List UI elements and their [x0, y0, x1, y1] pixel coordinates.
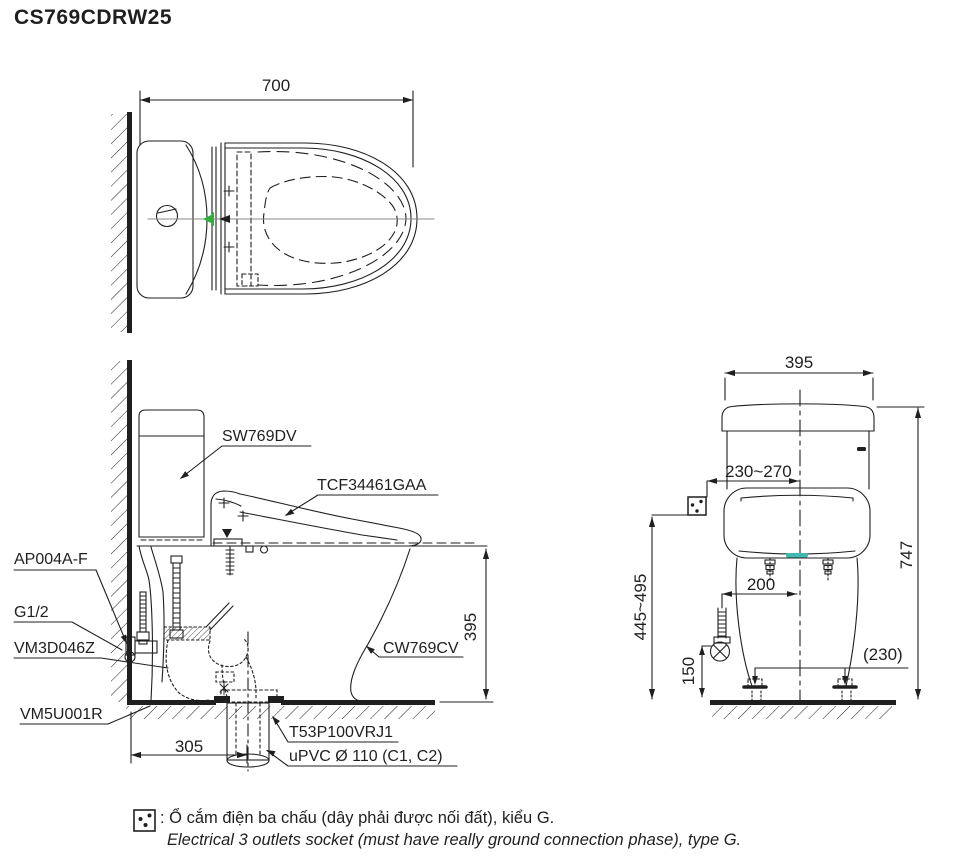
- label-pipe: uPVC Ø 110 (C1, C2): [289, 748, 443, 765]
- dim-socket-height: 445~495: [631, 573, 650, 641]
- model-number: CS769CDRW25: [14, 6, 173, 29]
- label-hose: VM5U001R: [20, 706, 103, 723]
- dim-230-270-line: [706, 480, 800, 498]
- socket-icon: [687, 496, 707, 516]
- stop-valve-front: [709, 641, 731, 662]
- top-view: [111, 90, 435, 333]
- bowl-opening: [262, 175, 398, 264]
- dim-bolt-pitch: (230): [863, 645, 903, 664]
- trapway: [163, 626, 257, 702]
- nozzle-marker: [786, 553, 808, 558]
- dim-trap-distance: 305: [174, 737, 204, 756]
- label-washlet: TCF34461GAA: [317, 477, 427, 494]
- wall-hatch: [111, 114, 127, 332]
- label-thread: G1/2: [14, 604, 49, 621]
- label-flange: T53P100VRJ1: [289, 724, 394, 741]
- bowl-front: [735, 557, 859, 687]
- green-marker: [203, 214, 212, 224]
- socket-icon: [133, 809, 156, 832]
- bowl-profile: [350, 548, 411, 702]
- dim-socket-offset: 230~270: [725, 462, 792, 481]
- side-view: [13, 360, 494, 772]
- dim-supply-height: 150: [679, 656, 698, 686]
- dim-700-extensions: [139, 90, 414, 168]
- floor-hatch: [712, 706, 892, 719]
- black-marker: [219, 215, 230, 223]
- label-cistern: SW769DV: [222, 428, 297, 445]
- washlet-side: [210, 490, 422, 547]
- dim-395-line: [439, 548, 494, 703]
- dim-front-width: 395: [784, 353, 814, 372]
- front-view: [648, 369, 925, 719]
- seat-front: [723, 487, 871, 559]
- label-inlet: AP004A-F: [14, 551, 88, 568]
- dim-305-line: [130, 711, 248, 764]
- tank-front: [726, 430, 870, 490]
- wall-hatch: [111, 361, 127, 702]
- cistern-side: [138, 409, 205, 538]
- dim-395f-line: [724, 372, 874, 401]
- flush-button: [155, 204, 179, 228]
- tank-lid-front: [721, 403, 875, 432]
- dim-445-495-line: [651, 514, 689, 700]
- wall-section: [127, 360, 132, 703]
- dim-rim-height: 395: [461, 612, 480, 642]
- footnote-vietnamese: : Ổ cắm điện ba chấu (dây phải được nối …: [160, 809, 555, 827]
- label-bowl: CW769CV: [383, 640, 459, 657]
- brand-logo: [857, 447, 866, 451]
- dim-230p-line: [754, 667, 909, 681]
- footnote-english: Electrical 3 outlets socket (must have r…: [167, 831, 742, 849]
- dim-747-line: [876, 406, 925, 700]
- supply-hose: [172, 562, 181, 631]
- wall-section: [127, 112, 132, 333]
- floor-hatch: [126, 706, 435, 719]
- dim-total-height: 747: [897, 540, 916, 570]
- dim-supply-offset: 200: [746, 575, 776, 594]
- label-stop-valve: VM3D046Z: [14, 640, 95, 657]
- supply-hose-front: [717, 593, 727, 639]
- dim-top-width: 700: [261, 76, 291, 95]
